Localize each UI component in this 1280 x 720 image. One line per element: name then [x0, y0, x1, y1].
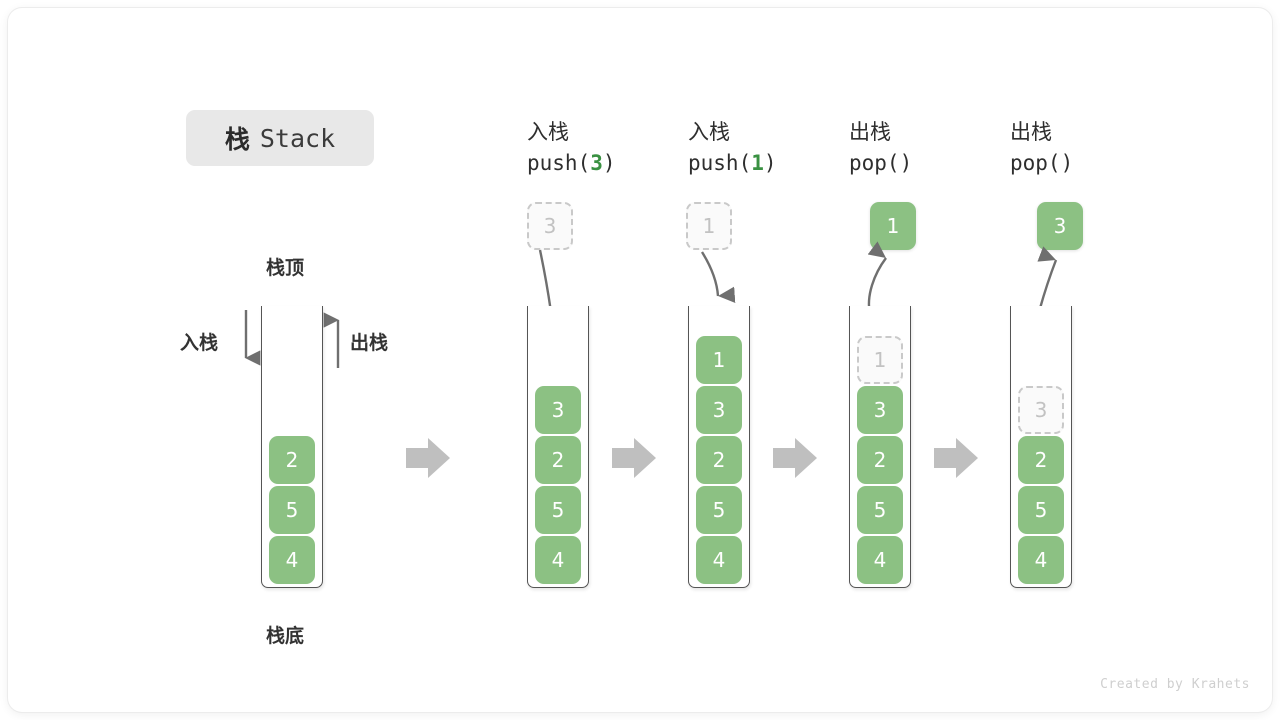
overview-push-arrow-icon	[244, 310, 261, 366]
title-cn: 栈	[224, 125, 251, 154]
credit-text: Created by Krahets	[1100, 677, 1250, 692]
stack-element: 4	[1018, 536, 1064, 584]
step-header-2: 入栈 push(1)	[688, 116, 838, 175]
flow-arrow-icon-2	[612, 438, 656, 478]
stack-element: 5	[535, 486, 581, 534]
step-header-1: 入栈 push(3)	[527, 116, 677, 175]
stack-top-label: 栈顶	[266, 257, 305, 279]
stack-element: 5	[696, 486, 742, 534]
stack-element-ghost: 1	[857, 336, 903, 384]
stack-element: 4	[269, 536, 315, 584]
stack-element: 5	[1018, 486, 1064, 534]
overview-push-label: 入栈	[180, 332, 219, 354]
pending-element-1: 3	[527, 202, 573, 250]
step-op-code-3: pop()	[849, 151, 913, 175]
pending-element-2: 1	[686, 202, 732, 250]
step-op-label-1: 入栈	[527, 120, 569, 144]
step-op-code-1: push(3)	[527, 151, 616, 175]
stack-element: 5	[269, 486, 315, 534]
stack-element: 2	[857, 436, 903, 484]
stack-element: 4	[857, 536, 903, 584]
stack-element: 4	[696, 536, 742, 584]
stack-element: 3	[535, 386, 581, 434]
stack-element: 5	[857, 486, 903, 534]
step-op-label-2: 入栈	[688, 120, 730, 144]
step-header-4: 出栈 pop()	[1010, 116, 1160, 175]
stack-element: 2	[535, 436, 581, 484]
push-arrow-icon-2	[700, 251, 736, 303]
step-op-label-3: 出栈	[849, 120, 891, 144]
flow-arrow-icon-3	[773, 438, 817, 478]
overview-pop-label: 出栈	[350, 332, 389, 354]
stack-element: 2	[696, 436, 742, 484]
stack-element: 3	[696, 386, 742, 434]
popped-element-3: 1	[870, 202, 916, 250]
overview-pop-arrow-icon	[323, 312, 340, 368]
stack-element: 2	[269, 436, 315, 484]
stack-element: 2	[1018, 436, 1064, 484]
step-op-label-4: 出栈	[1010, 120, 1052, 144]
flow-arrow-icon-4	[934, 438, 978, 478]
title-en: Stack	[259, 123, 336, 153]
popped-element-4: 3	[1037, 202, 1083, 250]
stack-element-ghost: 3	[1018, 386, 1064, 434]
title-badge: 栈 Stack	[186, 110, 374, 166]
flow-arrow-icon-1	[406, 438, 450, 478]
step-header-3: 出栈 pop()	[849, 116, 999, 175]
stack-element: 1	[696, 336, 742, 384]
stack-element: 3	[857, 386, 903, 434]
stack-bottom-label: 栈底	[266, 625, 305, 647]
step-op-code-4: pop()	[1010, 151, 1074, 175]
stack-element: 4	[535, 536, 581, 584]
step-op-code-2: push(1)	[688, 151, 777, 175]
